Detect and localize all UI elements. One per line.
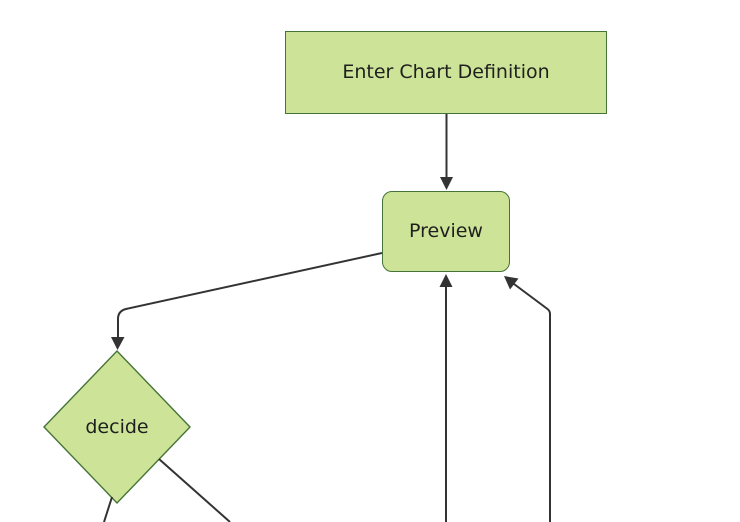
arrowhead-enter-to-preview	[440, 177, 453, 190]
edge-decide-to-bottom-right	[158, 458, 231, 522]
edge-preview-to-decide	[117, 252, 383, 338]
node-preview-label: Preview	[409, 220, 483, 243]
node-enter-chart-definition: Enter Chart Definition	[285, 31, 607, 114]
edge-decide-to-bottom-left	[103, 496, 113, 522]
node-enter-chart-definition-label: Enter Chart Definition	[342, 61, 550, 84]
arrowhead-bottom-center-to-preview	[439, 274, 453, 287]
edge-bottom-right-to-preview	[513, 283, 551, 522]
decide-diamond-shape	[43, 349, 191, 505]
arrowhead-preview-to-decide	[111, 337, 125, 350]
arrowhead-bottom-right-to-preview	[504, 276, 519, 290]
node-preview: Preview	[382, 191, 510, 272]
